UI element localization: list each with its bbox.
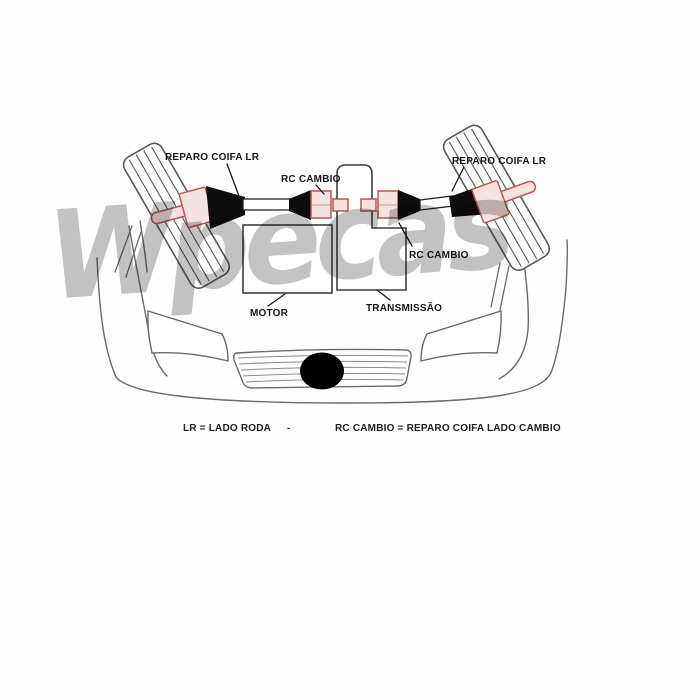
axle-joint-wheel-right — [471, 180, 537, 224]
grille-badge-blackout — [300, 352, 344, 390]
label-rc-cambio-top: RC CAMBIO — [281, 174, 341, 185]
body-right-outer-edge — [551, 239, 569, 371]
strut-lines — [114, 225, 510, 311]
pointer-transmissao — [376, 289, 391, 301]
pointer-rc-cambio-top — [315, 184, 325, 195]
legend-separator: - — [287, 423, 291, 434]
pointer-reparo-right — [451, 166, 465, 192]
axle-joint-wheel-left — [150, 186, 215, 229]
fender-crease-left — [128, 225, 168, 377]
joint-housing-right — [471, 180, 510, 224]
axle-shaft-left — [242, 198, 292, 211]
headlight-right — [420, 310, 502, 362]
motor-box — [242, 224, 333, 294]
legend-lr: LR = LADO RODA — [183, 423, 271, 434]
label-rc-cambio-right: RC CAMBIO — [409, 250, 469, 261]
transmission-box — [336, 164, 407, 291]
hood-crease-left — [139, 220, 148, 273]
body-left-outer-edge — [96, 257, 117, 378]
grille — [233, 348, 412, 390]
pointer-rc-cambio-right — [398, 222, 413, 247]
label-reparo-coifa-right: REPARO COIFA LR — [452, 156, 547, 167]
pointer-motor — [267, 293, 286, 307]
stub-inner-left — [332, 198, 349, 212]
cv-boot-inner-right — [398, 190, 420, 220]
cv-boot-outer-left — [206, 186, 245, 229]
label-reparo-coifa-left: REPARO COIFA LR — [165, 152, 260, 163]
legend-rc-cambio: RC CAMBIO = REPARO COIFA LADO CAMBIO — [335, 423, 561, 434]
stub-inner-right — [360, 198, 377, 212]
headlight-left — [147, 310, 229, 362]
bumper-bottom-edge — [115, 369, 553, 404]
pointer-reparo-left — [226, 163, 240, 197]
axle-shaft-right — [419, 195, 454, 211]
label-pointer-lines — [226, 163, 465, 307]
label-transmissao: TRANSMISSÃO — [366, 301, 442, 314]
cv-boot-inner-left — [289, 190, 311, 220]
label-motor: MOTOR — [250, 308, 289, 319]
